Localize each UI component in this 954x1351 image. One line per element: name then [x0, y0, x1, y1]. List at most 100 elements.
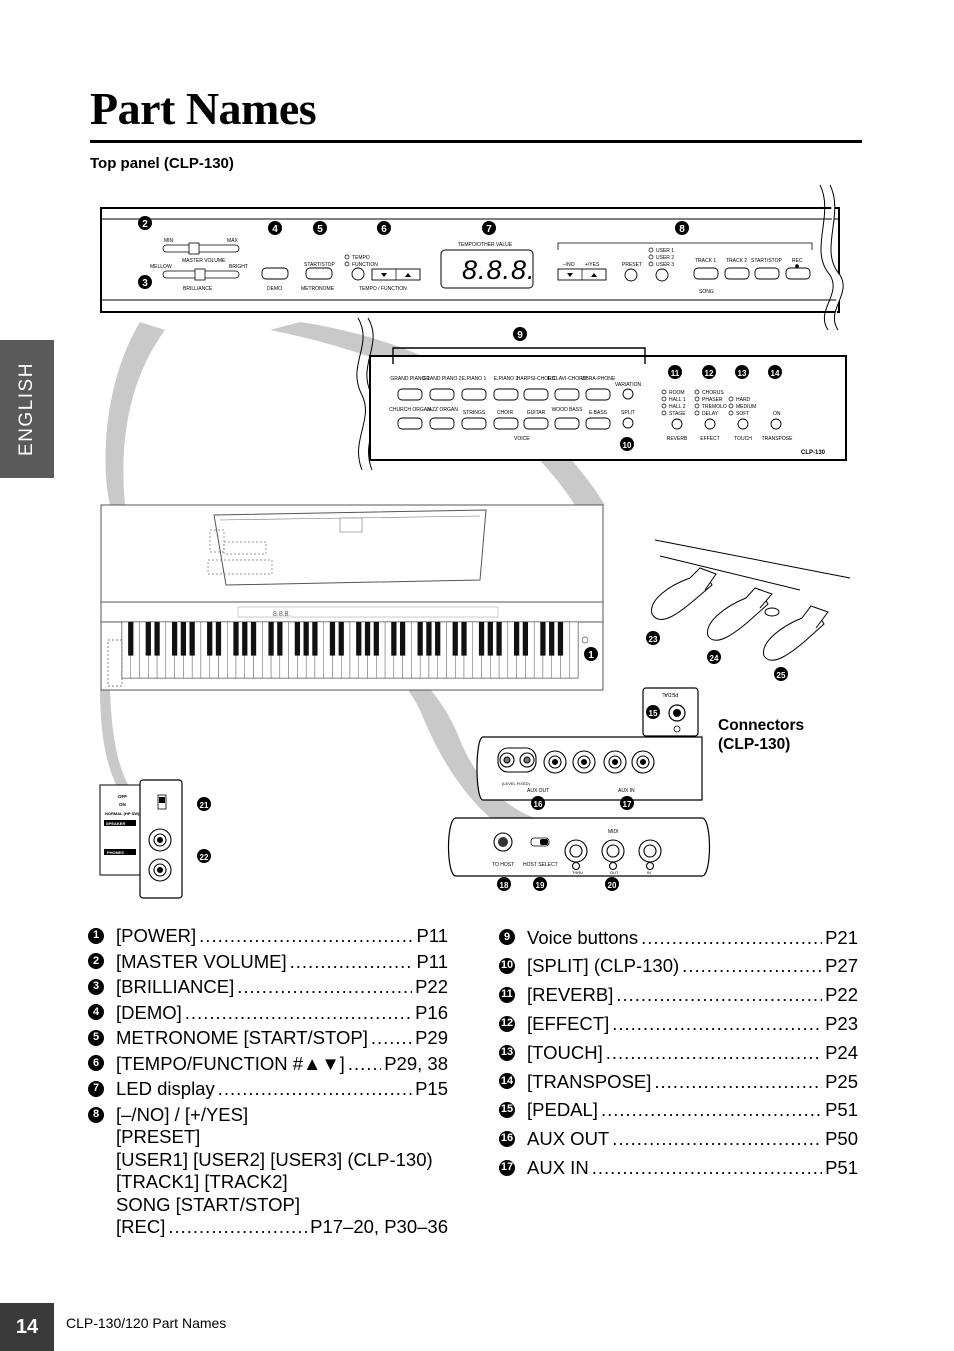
effect-type-label: PHASER: [702, 397, 723, 403]
black-key: [487, 622, 493, 656]
voice-button[interactable]: [523, 388, 549, 401]
page-reference: P11: [416, 925, 448, 946]
black-key: [557, 622, 564, 656]
legend-label: [SPLIT] (CLP-130): [527, 955, 680, 977]
page-reference: P50: [825, 1128, 858, 1150]
svg-text:5: 5: [317, 224, 323, 235]
demo-button[interactable]: [261, 267, 289, 280]
tempo-function-select-button[interactable]: [351, 267, 365, 281]
voice-button[interactable]: [397, 388, 423, 401]
to-host-label: TO HOST: [492, 862, 514, 868]
callout-number: 13: [499, 1044, 515, 1061]
phones-panel: OFF ON NORMAL (HP SW) SPEAKER PHONES: [99, 779, 183, 899]
voice-button[interactable]: [429, 388, 455, 401]
black-key: [154, 622, 160, 656]
voice-button[interactable]: [554, 388, 580, 401]
black-key: [496, 622, 502, 656]
legend-item: 4[DEMO]P16: [88, 1000, 448, 1026]
rec-button[interactable]: [785, 267, 811, 280]
connectors-heading-line: Connectors: [718, 717, 805, 734]
volume-min-label: MIN: [164, 238, 174, 244]
callout-badge: 4: [268, 221, 282, 235]
svg-text:16: 16: [534, 800, 543, 809]
legend-label: LED display: [116, 1078, 215, 1099]
callout-number: 3: [88, 978, 104, 995]
callout-badge: 18: [497, 877, 511, 891]
legend-label-line: [USER1] [USER2] [USER3] (CLP-130): [116, 1148, 433, 1170]
legend-item: 12[EFFECT]P23: [499, 1009, 858, 1038]
svg-text:25: 25: [777, 671, 786, 680]
voice-button[interactable]: [461, 417, 487, 430]
split-label: SPLIT: [621, 410, 635, 416]
legend-label: [REVERB]: [527, 984, 614, 1006]
voice-button[interactable]: [585, 417, 611, 430]
svg-text:8: 8: [679, 224, 685, 235]
user2-label: USER 2: [656, 255, 674, 261]
track2-button[interactable]: [724, 267, 750, 280]
song-label: SONG: [699, 289, 714, 295]
voice-button[interactable]: [397, 417, 423, 430]
midi-connector-panel: TO HOST HOST SELECT MIDI THRU OUT IN: [447, 817, 711, 877]
user-button[interactable]: [655, 268, 669, 282]
split-button[interactable]: [622, 417, 634, 429]
legend-label: AUX IN: [527, 1157, 589, 1179]
effect-type-label: TREMOLO: [702, 404, 727, 410]
legend-label-line: [–/NO] / [+/YES]: [116, 1103, 249, 1125]
track2-label: TRACK 2: [726, 258, 747, 264]
page-number: 14: [0, 1303, 54, 1351]
legend-label: METRONOME [START/STOP]: [116, 1027, 368, 1048]
transpose-button[interactable]: [770, 418, 782, 430]
svg-text:17: 17: [623, 800, 632, 809]
touch-button[interactable]: [737, 418, 749, 430]
bright-label: BRIGHT: [229, 264, 248, 270]
reverb-button[interactable]: [671, 418, 683, 430]
song-start-stop-button[interactable]: [754, 267, 780, 280]
callout-number: 4: [88, 1004, 104, 1021]
reverb-label: REVERB: [667, 436, 688, 442]
voice-button[interactable]: [461, 388, 487, 401]
callout-badge: 15: [646, 705, 660, 719]
metronome-start-stop-label: START/STOP: [304, 262, 336, 268]
preset-button[interactable]: [624, 268, 638, 282]
footer-text: CLP-130/120 Part Names: [66, 1315, 227, 1331]
legend-label: [TEMPO/FUNCTION #▲▼]: [116, 1052, 345, 1074]
voice-label: E.PIANO 1: [462, 376, 487, 382]
black-key: [145, 622, 151, 656]
touch-label: TOUCH: [734, 436, 752, 442]
master-volume-slider[interactable]: [162, 244, 240, 253]
reverb-type-label: HALL 2: [669, 404, 686, 410]
black-key: [364, 622, 371, 656]
voice-label: CHURCH ORGAN: [389, 407, 431, 413]
callout-sweep-shapes: [100, 322, 605, 840]
pedal-label: PEDAL: [662, 691, 679, 697]
legend-label: [MASTER VOLUME]: [116, 950, 287, 972]
legend-item-song-controls: 8 [–/NO] / [+/YES] [PRESET] [USER1] [USE…: [88, 1102, 448, 1237]
track1-button[interactable]: [693, 267, 719, 280]
master-volume-label: MASTER VOLUME: [182, 258, 226, 264]
voice-button[interactable]: [493, 417, 519, 430]
black-key: [303, 622, 309, 656]
voice-button[interactable]: [493, 388, 519, 401]
section-heading: Top panel (CLP-130): [90, 155, 234, 172]
metronome-start-stop-button[interactable]: [305, 267, 333, 280]
master-volume-knob[interactable]: [188, 242, 200, 255]
callout-number: 6: [88, 1055, 104, 1072]
legend-item: 10[SPLIT] (CLP-130)P27: [499, 952, 858, 981]
voice-label: VOICE: [514, 436, 530, 442]
midi-thru-label: THRU: [572, 870, 583, 875]
voice-button[interactable]: [523, 417, 549, 430]
voice-button[interactable]: [585, 388, 611, 401]
black-key: [540, 622, 546, 656]
variation-button[interactable]: [622, 388, 634, 400]
voice-button[interactable]: [429, 417, 455, 430]
connectors-heading: Connectors (CLP-130): [718, 716, 804, 754]
legend-item: 2[MASTER VOLUME]P11: [88, 949, 448, 975]
page-reference: P11: [416, 950, 448, 972]
leader-dots: [218, 1076, 412, 1102]
page-reference: P29: [415, 1027, 448, 1048]
voice-label: STRINGS: [463, 410, 486, 416]
effect-button[interactable]: [704, 418, 716, 430]
svg-text:3: 3: [142, 278, 148, 289]
voice-button[interactable]: [554, 417, 580, 430]
brilliance-knob[interactable]: [194, 268, 206, 281]
